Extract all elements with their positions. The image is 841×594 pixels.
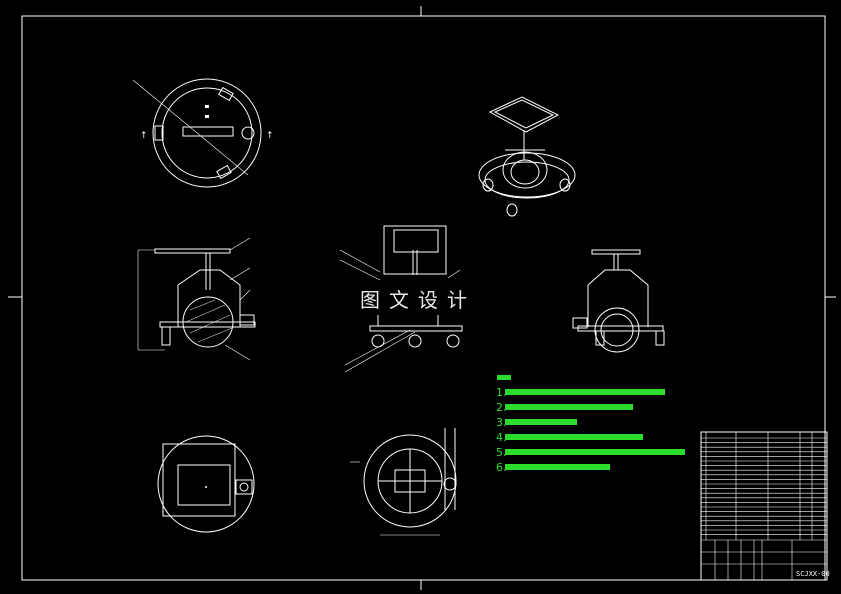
isometric-view bbox=[478, 96, 576, 217]
note-number: 5. bbox=[496, 446, 507, 459]
front-section-view bbox=[137, 237, 256, 361]
watermark-background bbox=[348, 281, 500, 315]
bottom-plan-view bbox=[157, 435, 255, 533]
svg-text:↑: ↑ bbox=[140, 131, 148, 141]
note-number: 1. bbox=[496, 386, 507, 399]
technical-notes: 1. 2. 3. 4. 5. 6. bbox=[496, 375, 685, 474]
note-number: 4. bbox=[496, 431, 507, 444]
drawing-number: SCJXX-00 bbox=[796, 570, 830, 578]
drawing-frame bbox=[8, 6, 836, 590]
right-view bbox=[572, 249, 665, 353]
title-block bbox=[700, 431, 828, 581]
note-number: 2. bbox=[496, 401, 507, 414]
note-number: 3. bbox=[496, 416, 507, 429]
svg-text:↑: ↑ bbox=[266, 131, 274, 141]
bottom-section-view bbox=[350, 428, 457, 536]
top-view: ↑ ↑ bbox=[132, 78, 274, 188]
note-number: 6. bbox=[496, 461, 507, 474]
watermark: 图文设计 bbox=[360, 288, 476, 312]
